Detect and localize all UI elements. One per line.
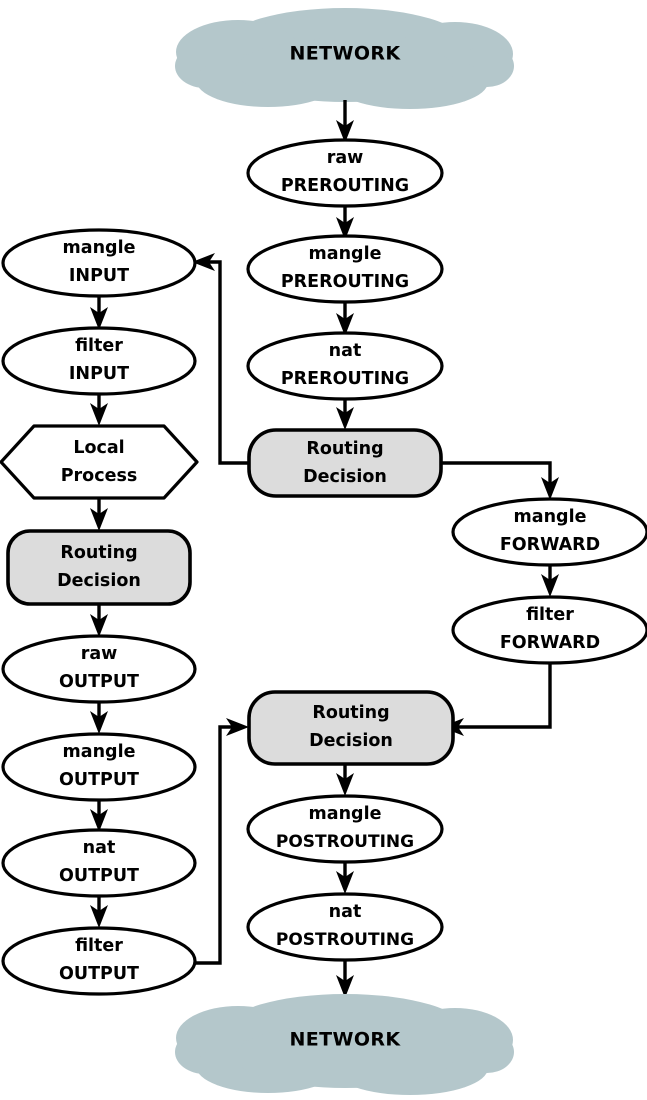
arrowhead-mangle-forward <box>541 477 559 500</box>
ellipse-shape[interactable] <box>451 595 647 665</box>
node-raw-prerouting[interactable]: raw PREROUTING <box>246 138 444 208</box>
node-local-process[interactable]: Local Process <box>0 424 199 500</box>
node-filter-input[interactable]: filter INPUT <box>1 326 197 396</box>
arrowhead-mangle-postrouting <box>336 773 354 796</box>
cloud-label-network-top: NETWORK <box>289 43 401 65</box>
arrowhead-mangle-output <box>90 711 108 734</box>
ellipse-shape[interactable] <box>246 234 444 304</box>
arrowhead-local-process <box>90 403 108 426</box>
edge-filter-forward-to-routing-decision-3 <box>453 663 552 729</box>
node-nat-output[interactable]: nat OUTPUT <box>1 828 197 898</box>
hexagon-shape[interactable] <box>0 424 199 500</box>
edge-layer <box>90 100 559 998</box>
node-filter-output[interactable]: filter OUTPUT <box>1 926 197 996</box>
ellipse-shape[interactable] <box>1 926 197 996</box>
ellipse-shape[interactable] <box>246 138 444 208</box>
cloud-network-bottom: NETWORK <box>175 994 514 1095</box>
arrowhead-raw-prerouting <box>336 120 354 143</box>
node-routing-decision-2[interactable]: Routing Decision <box>6 529 192 606</box>
cloud-shape-top <box>175 8 514 109</box>
cloud-network-top: NETWORK <box>175 8 514 109</box>
arrowhead-nat-postrouting <box>336 871 354 894</box>
node-routing-decision-3[interactable]: Routing Decision <box>247 690 455 766</box>
node-raw-output[interactable]: raw OUTPUT <box>1 634 197 704</box>
edge-routing-decision-1-to-mangle-input <box>204 260 249 465</box>
arrowhead-mangle-prerouting <box>336 217 354 240</box>
node-mangle-postrouting[interactable]: mangle POSTROUTING <box>246 794 444 864</box>
node-mangle-forward[interactable]: mangle FORWARD <box>451 497 647 567</box>
stadium-shape[interactable] <box>247 428 443 498</box>
cloud-label-network-bottom: NETWORK <box>289 1029 401 1051</box>
arrowhead-filter-output <box>90 905 108 928</box>
ellipse-shape[interactable] <box>1 228 197 298</box>
arrowhead-nat-output <box>90 809 108 832</box>
cloud-shape-bottom <box>175 994 514 1095</box>
ellipse-shape[interactable] <box>451 497 647 567</box>
arrowhead-mangle-input <box>192 253 215 271</box>
arrowhead-raw-output <box>90 614 108 637</box>
stadium-shape[interactable] <box>247 690 455 766</box>
arrowhead-filter-input <box>90 307 108 330</box>
arrowhead-filter-forward <box>541 574 559 597</box>
arrowhead-routing-decision-3-left <box>226 718 249 736</box>
ellipse-shape[interactable] <box>1 828 197 898</box>
ellipse-shape[interactable] <box>1 326 197 396</box>
node-routing-decision-1[interactable]: Routing Decision <box>247 428 443 498</box>
node-nat-postrouting[interactable]: nat POSTROUTING <box>246 892 444 962</box>
arrowhead-routing-decision-2 <box>90 508 108 531</box>
arrowhead-network-bottom <box>336 975 354 998</box>
ellipse-shape[interactable] <box>246 892 444 962</box>
edge-routing-decision-1-to-mangle-forward <box>441 461 552 487</box>
node-mangle-output[interactable]: mangle OUTPUT <box>1 732 197 802</box>
arrowhead-routing-decision-1 <box>336 407 354 430</box>
node-mangle-prerouting[interactable]: mangle PREROUTING <box>246 234 444 304</box>
stadium-shape[interactable] <box>6 529 192 606</box>
ellipse-shape[interactable] <box>1 732 197 802</box>
node-nat-prerouting[interactable]: nat PREROUTING <box>246 331 444 401</box>
node-mangle-input[interactable]: mangle INPUT <box>1 228 197 298</box>
arrowhead-nat-prerouting <box>336 313 354 336</box>
node-filter-forward[interactable]: filter FORWARD <box>451 595 647 665</box>
ellipse-shape[interactable] <box>246 331 444 401</box>
ellipse-shape[interactable] <box>1 634 197 704</box>
ellipse-shape[interactable] <box>246 794 444 864</box>
